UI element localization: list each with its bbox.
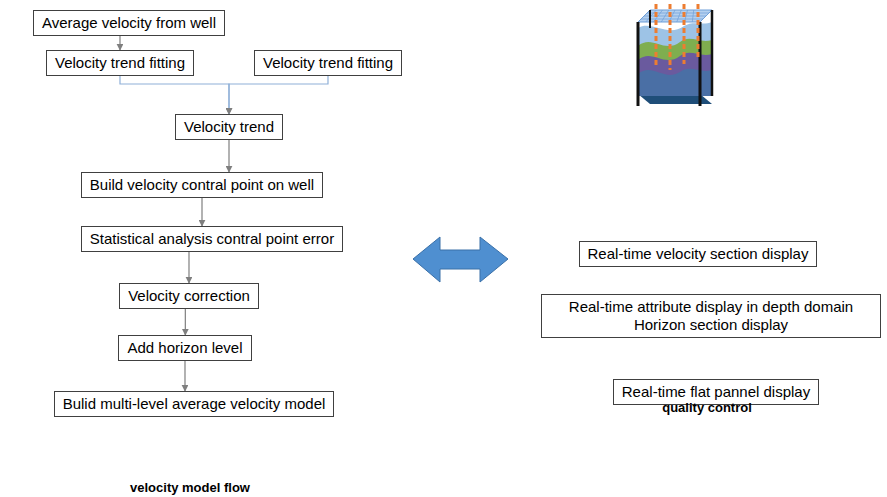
flow-arrow — [185, 309, 186, 335]
box-text: Build velocity contral point on well — [90, 176, 314, 193]
process-box: Bulid multi-level average velocity model — [54, 391, 335, 417]
box-text: Real-time flat pannel display — [622, 383, 810, 400]
process-box: Velocity correction — [119, 283, 259, 309]
box-text: Add horizon level — [127, 339, 242, 356]
box-text: Velocity correction — [128, 287, 250, 304]
box-text: Average velocity from well — [42, 14, 216, 31]
flow-arrow — [229, 76, 328, 114]
process-box: Velocity trend fitting — [254, 50, 402, 76]
process-box: Add horizon level — [118, 335, 251, 361]
display-box: Real-time velocity section display — [579, 241, 818, 267]
process-box: Velocity trend — [175, 114, 283, 140]
box-text: Real-time velocity section display — [588, 245, 809, 262]
box-text: Velocity trend fitting — [55, 54, 185, 71]
box-text: Statistical analysis contral point error — [90, 230, 334, 247]
box-text: Bulid multi-level average velocity model — [63, 395, 326, 412]
box-text: Velocity trend fitting — [263, 54, 393, 71]
flow-arrow — [120, 76, 229, 114]
section-caption: velocity model flow — [130, 480, 250, 495]
process-box: Average velocity from well — [33, 10, 225, 36]
box-text: Real-time attribute display in depth dom… — [569, 298, 853, 333]
box-text: Velocity trend — [184, 118, 274, 135]
flow-arrow — [188, 252, 189, 283]
double-arrow — [413, 237, 508, 282]
process-box: Velocity trend fitting — [46, 50, 194, 76]
process-box: Statistical analysis contral point error — [81, 226, 343, 252]
model-block-illustration — [638, 4, 712, 106]
section-caption: quality control — [662, 400, 752, 415]
display-box: Real-time attribute display in depth dom… — [541, 294, 881, 338]
flow-arrow — [228, 140, 229, 172]
flow-arrow — [201, 198, 202, 226]
flow-arrow — [119, 36, 120, 50]
flow-arrow — [184, 361, 185, 391]
process-box: Build velocity contral point on well — [81, 172, 323, 198]
